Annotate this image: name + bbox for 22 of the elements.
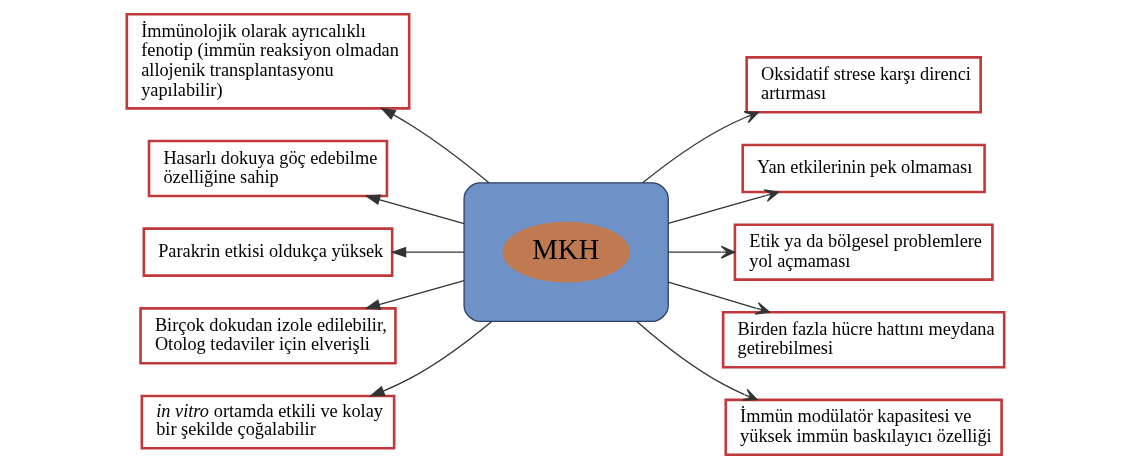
arrow [667,280,770,315]
node-box: Birçok dokudan izole edilebilir, Otolog tedaviler için elverişli [139,306,397,365]
node-box: in vitro ortamda etkili ve kolay bir şekilde çoğalabilir [140,394,396,450]
arrow [380,107,490,183]
node-box: Etik ya da bölgesel problemlere yol açmaması [733,222,994,281]
arrow [369,320,493,397]
node-box: Birden fazla hücre hattını meydana getirebilmesi [721,310,1006,368]
node-box: Oksidatif strese karşı direnci artırması [745,55,982,114]
node-ellipse: MKH [502,221,630,283]
arrow [390,246,465,258]
node-box: İmmün modülatör kapasitesi ve yüksek immün baskılayıcı özelliği [724,398,1003,456]
node-box: Hasarlı dokuya göç edebilme özelliğine sahip [147,139,389,197]
cluster [463,181,669,322]
node-box: İmmünolojik olarak ayrıcalıklı fenotip (immün reaksiyon olmadan allojenik transplantasyonu yapılabilir) [125,12,411,110]
node-box: Parakrin etkisi oldukça yüksek [142,226,394,277]
arrow [364,279,465,310]
arrow [636,320,758,401]
arrow [364,193,465,224]
node-box: Yan etkilerinin pek olmaması [741,143,986,193]
arrow [667,188,780,224]
arrow [667,245,736,259]
arrow [642,110,759,183]
